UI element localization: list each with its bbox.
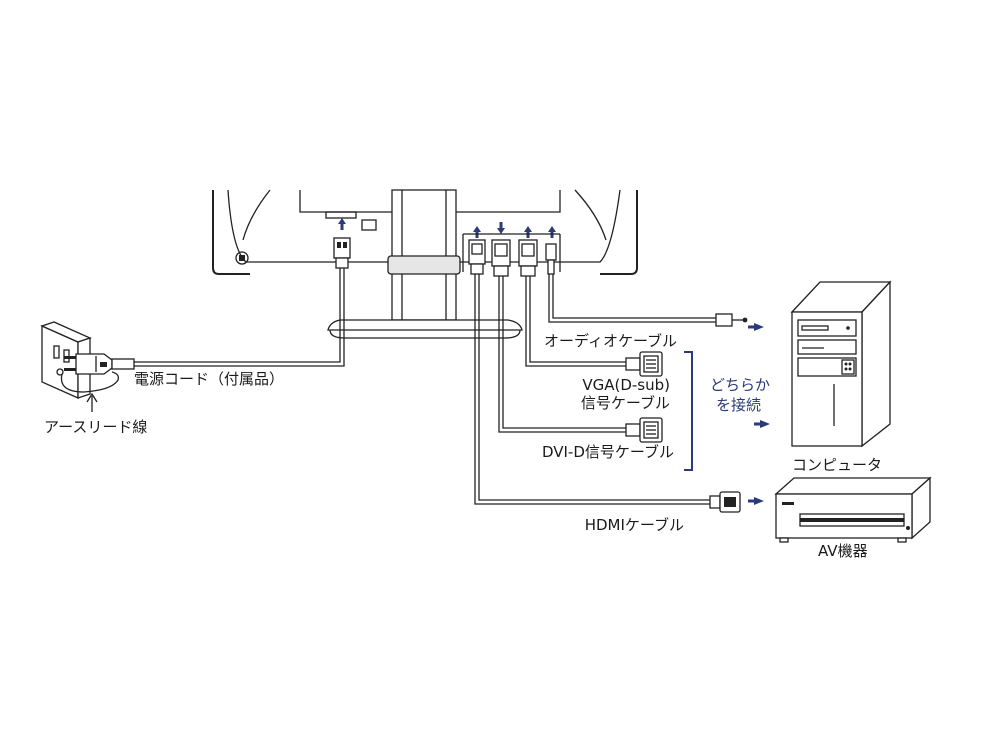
arrow-right-icon bbox=[754, 420, 770, 428]
destination-arrows bbox=[748, 323, 770, 505]
power-cord-label: 電源コード（付属品） bbox=[134, 370, 284, 388]
av-device-icon bbox=[774, 476, 932, 543]
dvi-cable-label: DVI-D信号ケーブル bbox=[542, 443, 674, 461]
either-label-line1: どちらか bbox=[710, 376, 770, 394]
computer-label: コンピュータ bbox=[792, 456, 882, 474]
earth-lead-wire bbox=[60, 371, 120, 393]
vga-cable-label-line1: VGA(D-sub) bbox=[582, 376, 670, 394]
arrow-up-icon bbox=[86, 392, 98, 412]
vga-cable bbox=[525, 276, 663, 377]
outlet-icon bbox=[40, 321, 92, 400]
plug-icon bbox=[64, 353, 135, 375]
lock-slot-icon bbox=[235, 251, 249, 265]
computer-tower-icon bbox=[790, 280, 892, 448]
earth-lead-label: アースリード線 bbox=[44, 418, 147, 436]
av-device-label: AV機器 bbox=[818, 542, 868, 560]
audio-cable-label: オーディオケーブル bbox=[544, 332, 677, 350]
hdmi-cable-label: HDMIケーブル bbox=[585, 516, 684, 534]
dvi-cable bbox=[498, 276, 663, 443]
either-bracket bbox=[684, 351, 693, 471]
hdmi-cable bbox=[474, 274, 741, 513]
power-cable bbox=[134, 268, 345, 367]
audio-cable bbox=[548, 274, 748, 327]
either-label-line2: を接続 bbox=[716, 396, 761, 414]
monitor-rear bbox=[212, 189, 638, 339]
arrow-right-icon bbox=[748, 497, 764, 505]
arrow-right-icon bbox=[748, 323, 764, 331]
connector-arrow-icon bbox=[338, 218, 556, 238]
port-connectors bbox=[333, 233, 561, 277]
vga-cable-label-line2: 信号ケーブル bbox=[581, 394, 670, 412]
